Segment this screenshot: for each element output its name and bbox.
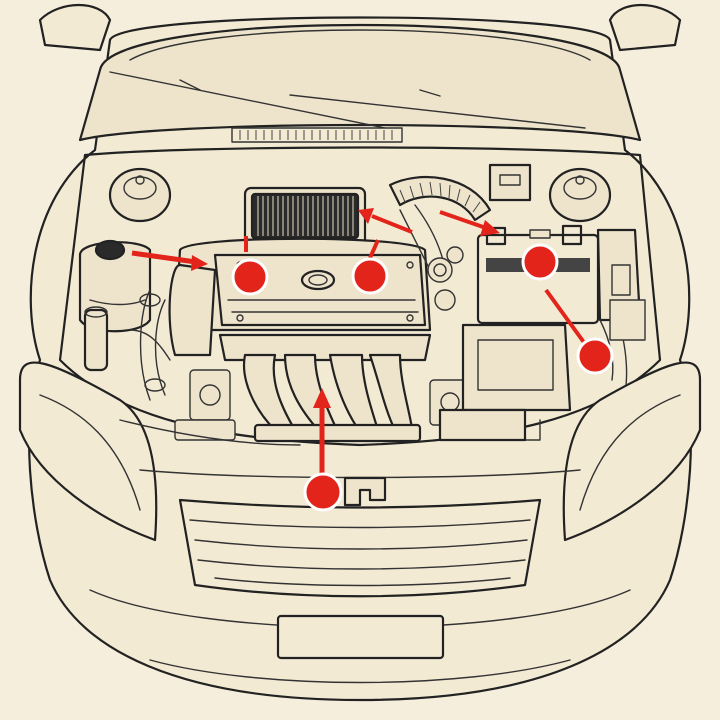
battery-bracket bbox=[488, 163, 532, 202]
oil-filler-cap bbox=[300, 269, 336, 291]
battery-indicator bbox=[521, 243, 559, 281]
left-headlight bbox=[18, 361, 158, 542]
coolant-reservoir-indicator bbox=[131, 250, 208, 271]
washer-fluid-pipe bbox=[83, 306, 109, 372]
air-filter-indicator bbox=[358, 208, 413, 234]
ecu-box bbox=[461, 323, 572, 412]
air-filter-box bbox=[243, 186, 367, 248]
engine-cover-left-indicator bbox=[231, 236, 269, 296]
hood-latch bbox=[343, 476, 387, 507]
open-hood bbox=[78, 23, 642, 142]
front-grille bbox=[178, 498, 542, 598]
right-mirror bbox=[608, 3, 682, 52]
battery-negative-terminal bbox=[485, 226, 507, 246]
right-wiper bbox=[289, 94, 586, 129]
right-strut-tower bbox=[548, 167, 612, 223]
indicator-markers bbox=[131, 208, 614, 512]
front-bumper bbox=[89, 469, 631, 684]
left-mirror bbox=[38, 3, 112, 52]
exhaust-manifold bbox=[218, 333, 432, 443]
intake-pipe bbox=[168, 263, 217, 357]
fuse-box bbox=[438, 228, 646, 442]
cowl-vent bbox=[231, 127, 403, 143]
fuse-box-indicator bbox=[544, 288, 614, 375]
engine-cover-right-indicator bbox=[351, 239, 389, 295]
left-strut-tower bbox=[108, 167, 172, 223]
license-plate bbox=[276, 614, 445, 660]
right-headlight bbox=[562, 361, 702, 542]
air-intake-hose bbox=[388, 175, 492, 311]
left-wiper bbox=[109, 71, 386, 129]
reservoir-cap bbox=[94, 239, 126, 261]
exhaust-manifold-indicator bbox=[303, 388, 343, 512]
hose-indicator bbox=[439, 210, 500, 236]
hood-crease bbox=[129, 29, 591, 61]
battery-positive-terminal bbox=[561, 224, 583, 246]
